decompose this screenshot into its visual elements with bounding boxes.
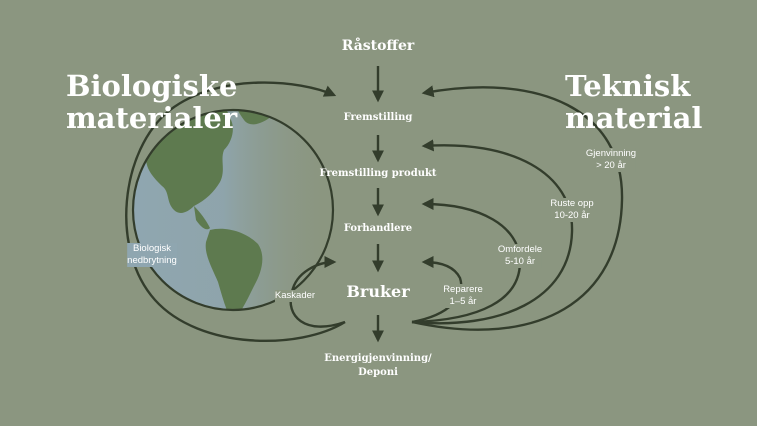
- step-energy-recovery: Energigjenvinning/ Deponi: [324, 352, 431, 380]
- loop-repair-arrow: [411, 256, 463, 324]
- energy-recovery-line-2: Deponi: [358, 367, 398, 378]
- redistribute-line-2: 5-10 år: [504, 256, 536, 267]
- label-cascades: Kaskader: [274, 290, 316, 302]
- title-technical-line-2: material: [565, 101, 703, 135]
- title-biological-line-2: materialer: [66, 101, 238, 135]
- label-biodegradation: Biologisk nedbrytning: [127, 243, 177, 267]
- step-user: Bruker: [346, 282, 410, 301]
- title-technical-line-1: Teknisk: [565, 69, 691, 103]
- title-technical-material: Teknisk material: [565, 70, 702, 134]
- refurbish-line-2: 10-20 år: [554, 210, 590, 221]
- step-product-manufacturing: Fremstilling produkt: [319, 168, 437, 179]
- title-biological-line-1: Biologiske: [66, 69, 238, 103]
- label-refurbish: Ruste opp 10-20 år: [550, 198, 594, 222]
- label-redistribute: Omfordele 5-10 år: [497, 244, 543, 268]
- redistribute-line-1: Omfordele: [497, 244, 543, 255]
- loop-refurbish-arrow: [411, 139, 574, 325]
- repair-line-2: 1–5 år: [449, 296, 477, 307]
- biodegradation-line-2: nedbrytning: [127, 255, 177, 266]
- loop-recycling-arrow: [411, 85, 624, 331]
- biodegradation-line-1: Biologisk: [132, 243, 172, 254]
- step-raw-materials: Råstoffer: [341, 38, 415, 54]
- recycling-line-2: > 20 år: [596, 160, 626, 171]
- repair-line-1: Reparere: [443, 284, 483, 295]
- step-retailer: Forhandlere: [343, 223, 413, 234]
- label-recycling: Gjenvinning > 20 år: [585, 148, 637, 172]
- label-repair: Reparere 1–5 år: [443, 284, 483, 308]
- title-biological-materials: Biologiske materialer: [66, 70, 237, 134]
- refurbish-line-1: Ruste opp: [550, 198, 594, 209]
- step-manufacturing: Fremstilling: [343, 112, 413, 123]
- loop-biological-arrow: [125, 81, 346, 342]
- recycling-line-1: Gjenvinning: [585, 148, 637, 159]
- energy-recovery-line-1: Energigjenvinning/: [324, 353, 432, 364]
